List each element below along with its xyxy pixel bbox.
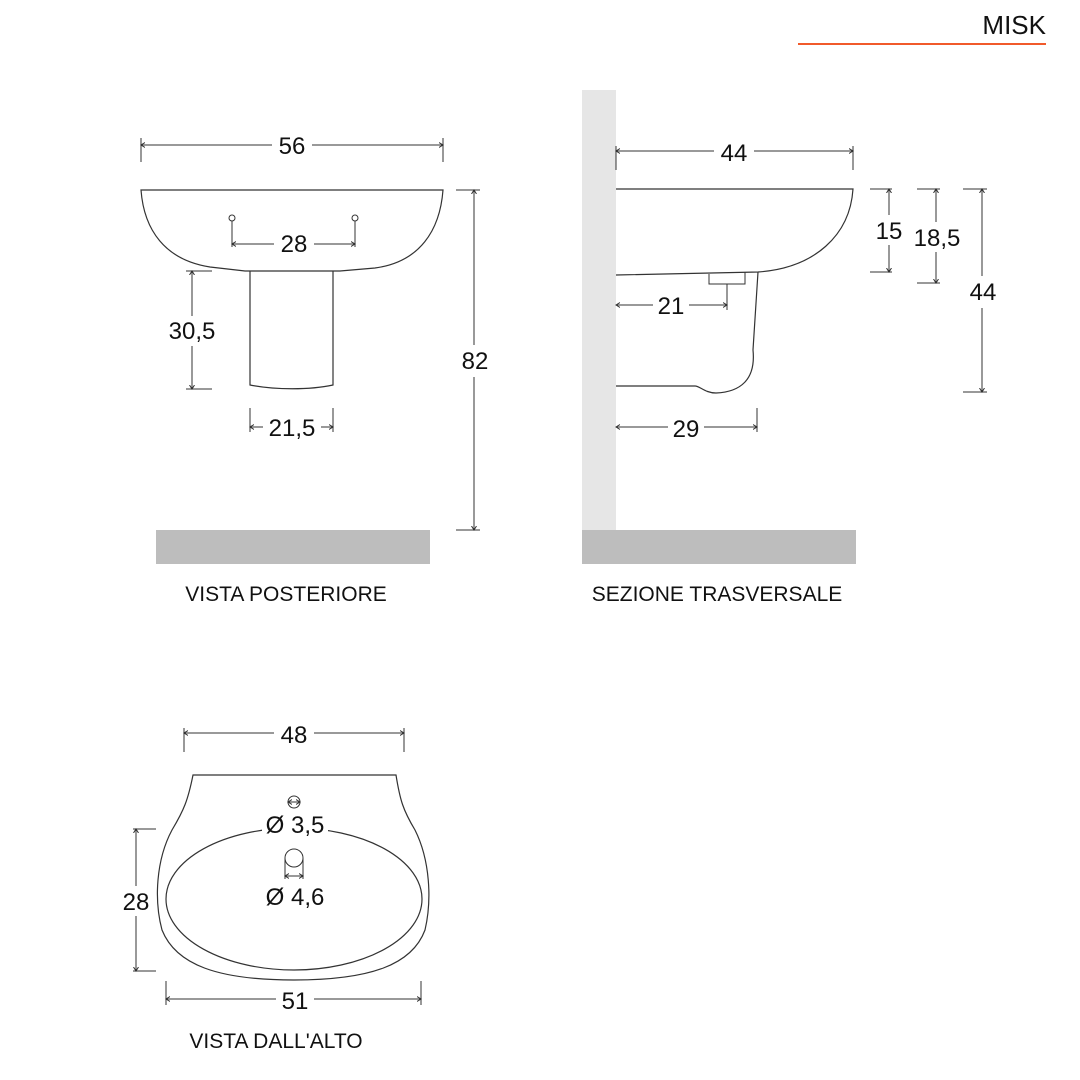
- svg-text:44: 44: [970, 279, 997, 306]
- dimension-drain-height-18-5: 18,5: [908, 189, 966, 283]
- drain-hole: [284, 848, 304, 868]
- dimension-drain-21: 21: [616, 284, 727, 320]
- svg-text:51: 51: [282, 988, 309, 1015]
- svg-text:44: 44: [721, 140, 748, 167]
- svg-text:56: 56: [279, 133, 306, 160]
- dimension-depth-44: 44: [616, 137, 853, 170]
- section-view-title: SEZIONE TRASVERSALE: [592, 583, 843, 606]
- dimension-width-56: 56: [141, 130, 443, 162]
- svg-text:48: 48: [281, 722, 308, 749]
- svg-text:30,5: 30,5: [169, 318, 216, 345]
- dimension-bowl-depth-28: 28: [116, 829, 156, 971]
- basin-outline-rear: [140, 189, 444, 272]
- dimension-front-width-51: 51: [166, 981, 421, 1015]
- mounting-hole-right: [351, 214, 359, 222]
- pedestal-outline-section: [616, 271, 759, 394]
- wall: [582, 90, 616, 530]
- svg-text:18,5: 18,5: [914, 225, 961, 252]
- dimension-back-width-48: 48: [184, 719, 404, 752]
- dimension-overall-height-44: 44: [963, 189, 1001, 392]
- rear-view-title: VISTA POSTERIORE: [185, 583, 387, 606]
- dimension-holes-28: 28: [232, 221, 355, 258]
- svg-text:21: 21: [658, 293, 685, 320]
- top-view: Ø 3,5 Ø 4,6 48 28 51 VISTA DALL'ALTO: [116, 719, 430, 1053]
- svg-text:28: 28: [281, 231, 308, 258]
- floor-section: [582, 530, 856, 564]
- svg-text:29: 29: [673, 416, 700, 443]
- drain-outlet: [708, 272, 746, 285]
- svg-text:82: 82: [462, 348, 489, 375]
- basin-outline-section: [615, 188, 854, 276]
- dimension-total-height-82: 82: [456, 190, 494, 530]
- svg-text:28: 28: [123, 889, 150, 916]
- dimension-pedestal-depth-29: 29: [616, 408, 757, 443]
- mounting-hole-left: [228, 214, 236, 222]
- basin-outer-outline-top: [156, 774, 430, 981]
- dimension-pedestal-height-30-5: 30,5: [162, 271, 222, 389]
- tap-hole-diameter: Ø 3,5: [266, 812, 325, 839]
- rear-view: 56 28 30,5 82: [141, 130, 494, 606]
- svg-text:21,5: 21,5: [269, 415, 316, 442]
- drain-hole-diameter: Ø 4,6: [266, 884, 325, 911]
- floor-rear: [156, 530, 430, 564]
- pedestal-outline-rear: [249, 271, 334, 390]
- section-view: 44 21 29 15 18,5: [582, 90, 1001, 606]
- dimension-basin-height-15: 15: [870, 189, 904, 272]
- top-view-title: VISTA DALL'ALTO: [189, 1030, 362, 1053]
- svg-text:15: 15: [876, 218, 903, 245]
- dimension-pedestal-width-21-5: 21,5: [250, 408, 333, 442]
- brand-name: MISK: [982, 10, 1046, 40]
- brand-header: MISK: [798, 10, 1047, 45]
